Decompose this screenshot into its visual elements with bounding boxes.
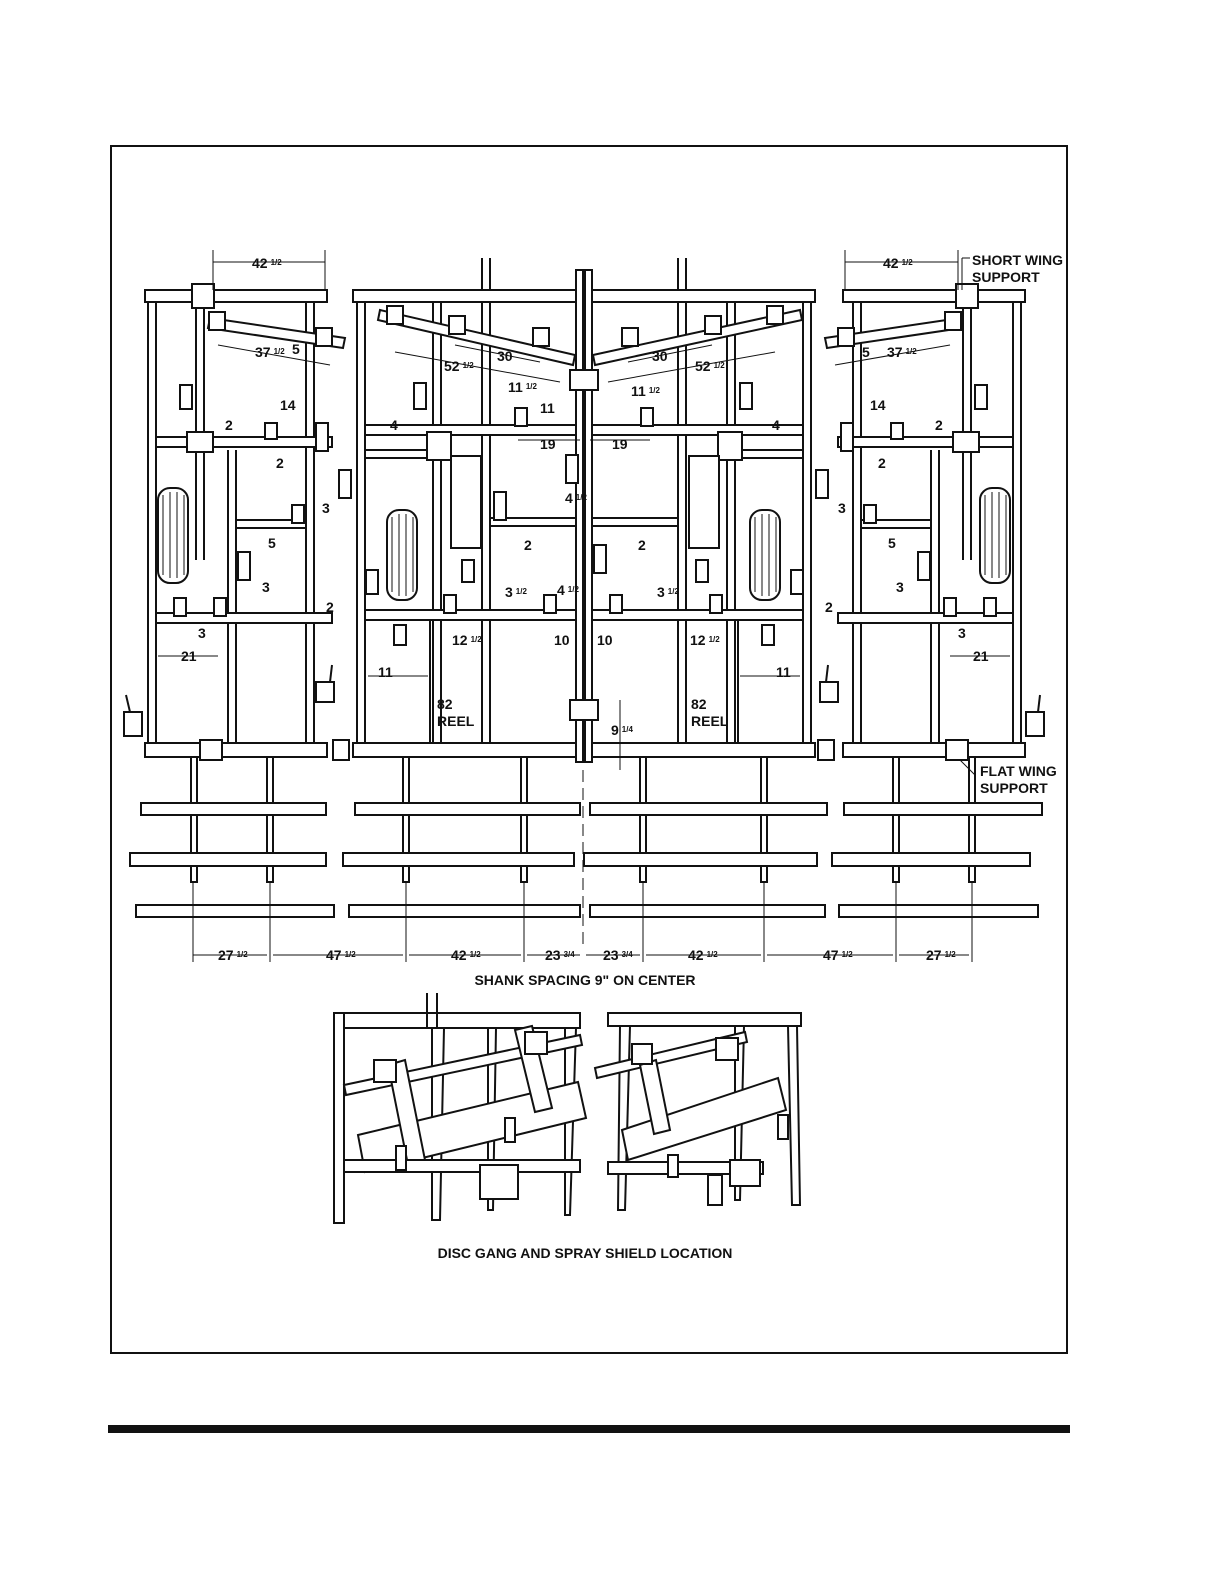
dimension-label: 2 xyxy=(326,599,334,615)
dimension-label: 2 xyxy=(878,455,886,471)
dimension-label: 11 xyxy=(776,664,791,680)
dimension-label: 14 xyxy=(870,397,886,413)
dimension-label: 10 xyxy=(554,632,570,648)
dimension-label: 11 xyxy=(378,664,393,680)
dimension-label: 2 xyxy=(225,417,233,433)
dimension-label: 19 xyxy=(612,436,628,452)
dimension-label: 19 xyxy=(540,436,556,452)
dimension-label: 3 xyxy=(838,500,846,516)
dimension-label: 5 xyxy=(292,341,300,357)
dimension-label: 14 xyxy=(280,397,296,413)
flat-wing-support-label: FLAT WING SUPPORT xyxy=(980,763,1061,796)
page-footer-rule xyxy=(108,1425,1070,1433)
dimension-label: 3 xyxy=(896,579,904,595)
dimension-label: 3 xyxy=(322,500,330,516)
drawing-border xyxy=(110,145,1068,1354)
dimension-label: 30 xyxy=(497,348,513,364)
dimension-label: 11 xyxy=(540,400,555,416)
dimension-label: 4 xyxy=(390,417,398,433)
shank-spacing-caption: SHANK SPACING 9" ON CENTER xyxy=(474,972,695,988)
short-wing-support-label: SHORT WING SUPPORT xyxy=(972,252,1067,285)
dimension-label: 3 xyxy=(262,579,270,595)
reel-label-right: 82 REEL xyxy=(691,696,729,729)
disc-gang-caption: DISC GANG AND SPRAY SHIELD LOCATION xyxy=(438,1245,733,1261)
dimension-label: 5 xyxy=(888,535,896,551)
dimension-label: 4 xyxy=(772,417,780,433)
dimension-label: 2 xyxy=(825,599,833,615)
dimension-label: 2 xyxy=(524,537,532,553)
dimension-label: 3 xyxy=(958,625,966,641)
dimension-label: 30 xyxy=(652,348,668,364)
dimension-label: 21 xyxy=(973,648,989,664)
dimension-label: 10 xyxy=(597,632,613,648)
dimension-label: 3 xyxy=(198,625,206,641)
dimension-label: 5 xyxy=(268,535,276,551)
dimension-label: 21 xyxy=(181,648,197,664)
dimension-label: 5 xyxy=(862,344,870,360)
reel-label-left: 82 REEL xyxy=(437,696,475,729)
dimension-label: 2 xyxy=(935,417,943,433)
dimension-label: 2 xyxy=(638,537,646,553)
dimension-label: 2 xyxy=(276,455,284,471)
